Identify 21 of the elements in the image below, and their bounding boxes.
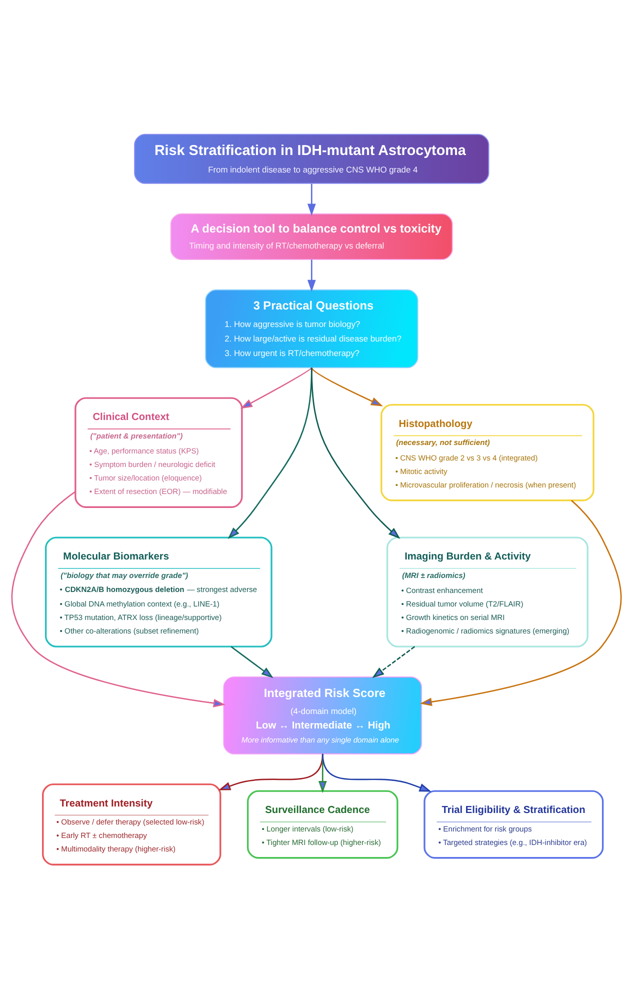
- node-box: Surveillance Cadence • Longer intervals (low-risk) • Tighter MRI follow-up (higher-risk): [247, 790, 398, 859]
- arrow: [372, 646, 416, 678]
- arrow: [11, 491, 226, 708]
- node-box: Trial Eligibility & Stratification • Enrichment for risk groups • Targeted strategies (e.g., IDH-inhibitor era): [424, 790, 604, 859]
- node-box: Risk Stratification in IDH-mutant Astrocytoma From indolent disease to aggressive CNS WHO grade 4: [134, 134, 490, 184]
- node-box: A decision tool to balance control vs toxicity Timing and intensity of RT/chemotherapy vs deferral: [170, 213, 453, 260]
- arrow: [230, 646, 274, 678]
- node-box: Imaging Burden & Activity (MRI ± radiomics) • Contrast enhancement • Residual tumor volume (T2/FLAIR) • Growth kinetics on serial MRI • Radiogenomic / radiomics signatures (emerging): [386, 536, 588, 648]
- node-box: Clinical Context ("patient & presentation") • Age, performance status (KPS) • Symptom burden / neurologic deficit • Tumor size/location (eloquence) • Extent of resection (EOR) — modifiable: [74, 397, 243, 508]
- arrow: [310, 368, 400, 539]
- arrow: [307, 184, 316, 216]
- node-box: Molecular Biomarkers ("biology that may override grade") • CDKN2A/B homozygous deletion — strongest adverse • Global DNA methylation context (e.g., LINE-1) • TP53 mutation, ATRX loss (lineage/supportive) • Other co-alterations (subset refinement): [45, 536, 272, 648]
- arrow: [311, 367, 383, 406]
- arrow: [228, 368, 312, 539]
- node-box: 3 Practical Questions 1. How aggressive is tumor biology? 2. How large/active is residual disease burden? 3. How urgent is RT/chemotherapy?: [205, 289, 418, 368]
- arrow: [240, 367, 312, 409]
- node-box: Treatment Intensity • Observe / defer therapy (selected low-risk) • Early RT ± chemotherapy • Multimodality therapy (higher-risk): [42, 783, 222, 866]
- node-box: Histopathology (necessary, not sufficient) • CNS WHO grade 2 vs 3 vs 4 (integrated) • Mitotic activity • Microvascular proliferation / necrosis (when present): [380, 404, 594, 502]
- arrow: [420, 500, 622, 706]
- arrow: [307, 260, 316, 292]
- node-box: Integrated Risk Score (4-domain model) Low ↔ Intermediate ↔ High More informative than any single domain alone: [223, 676, 422, 754]
